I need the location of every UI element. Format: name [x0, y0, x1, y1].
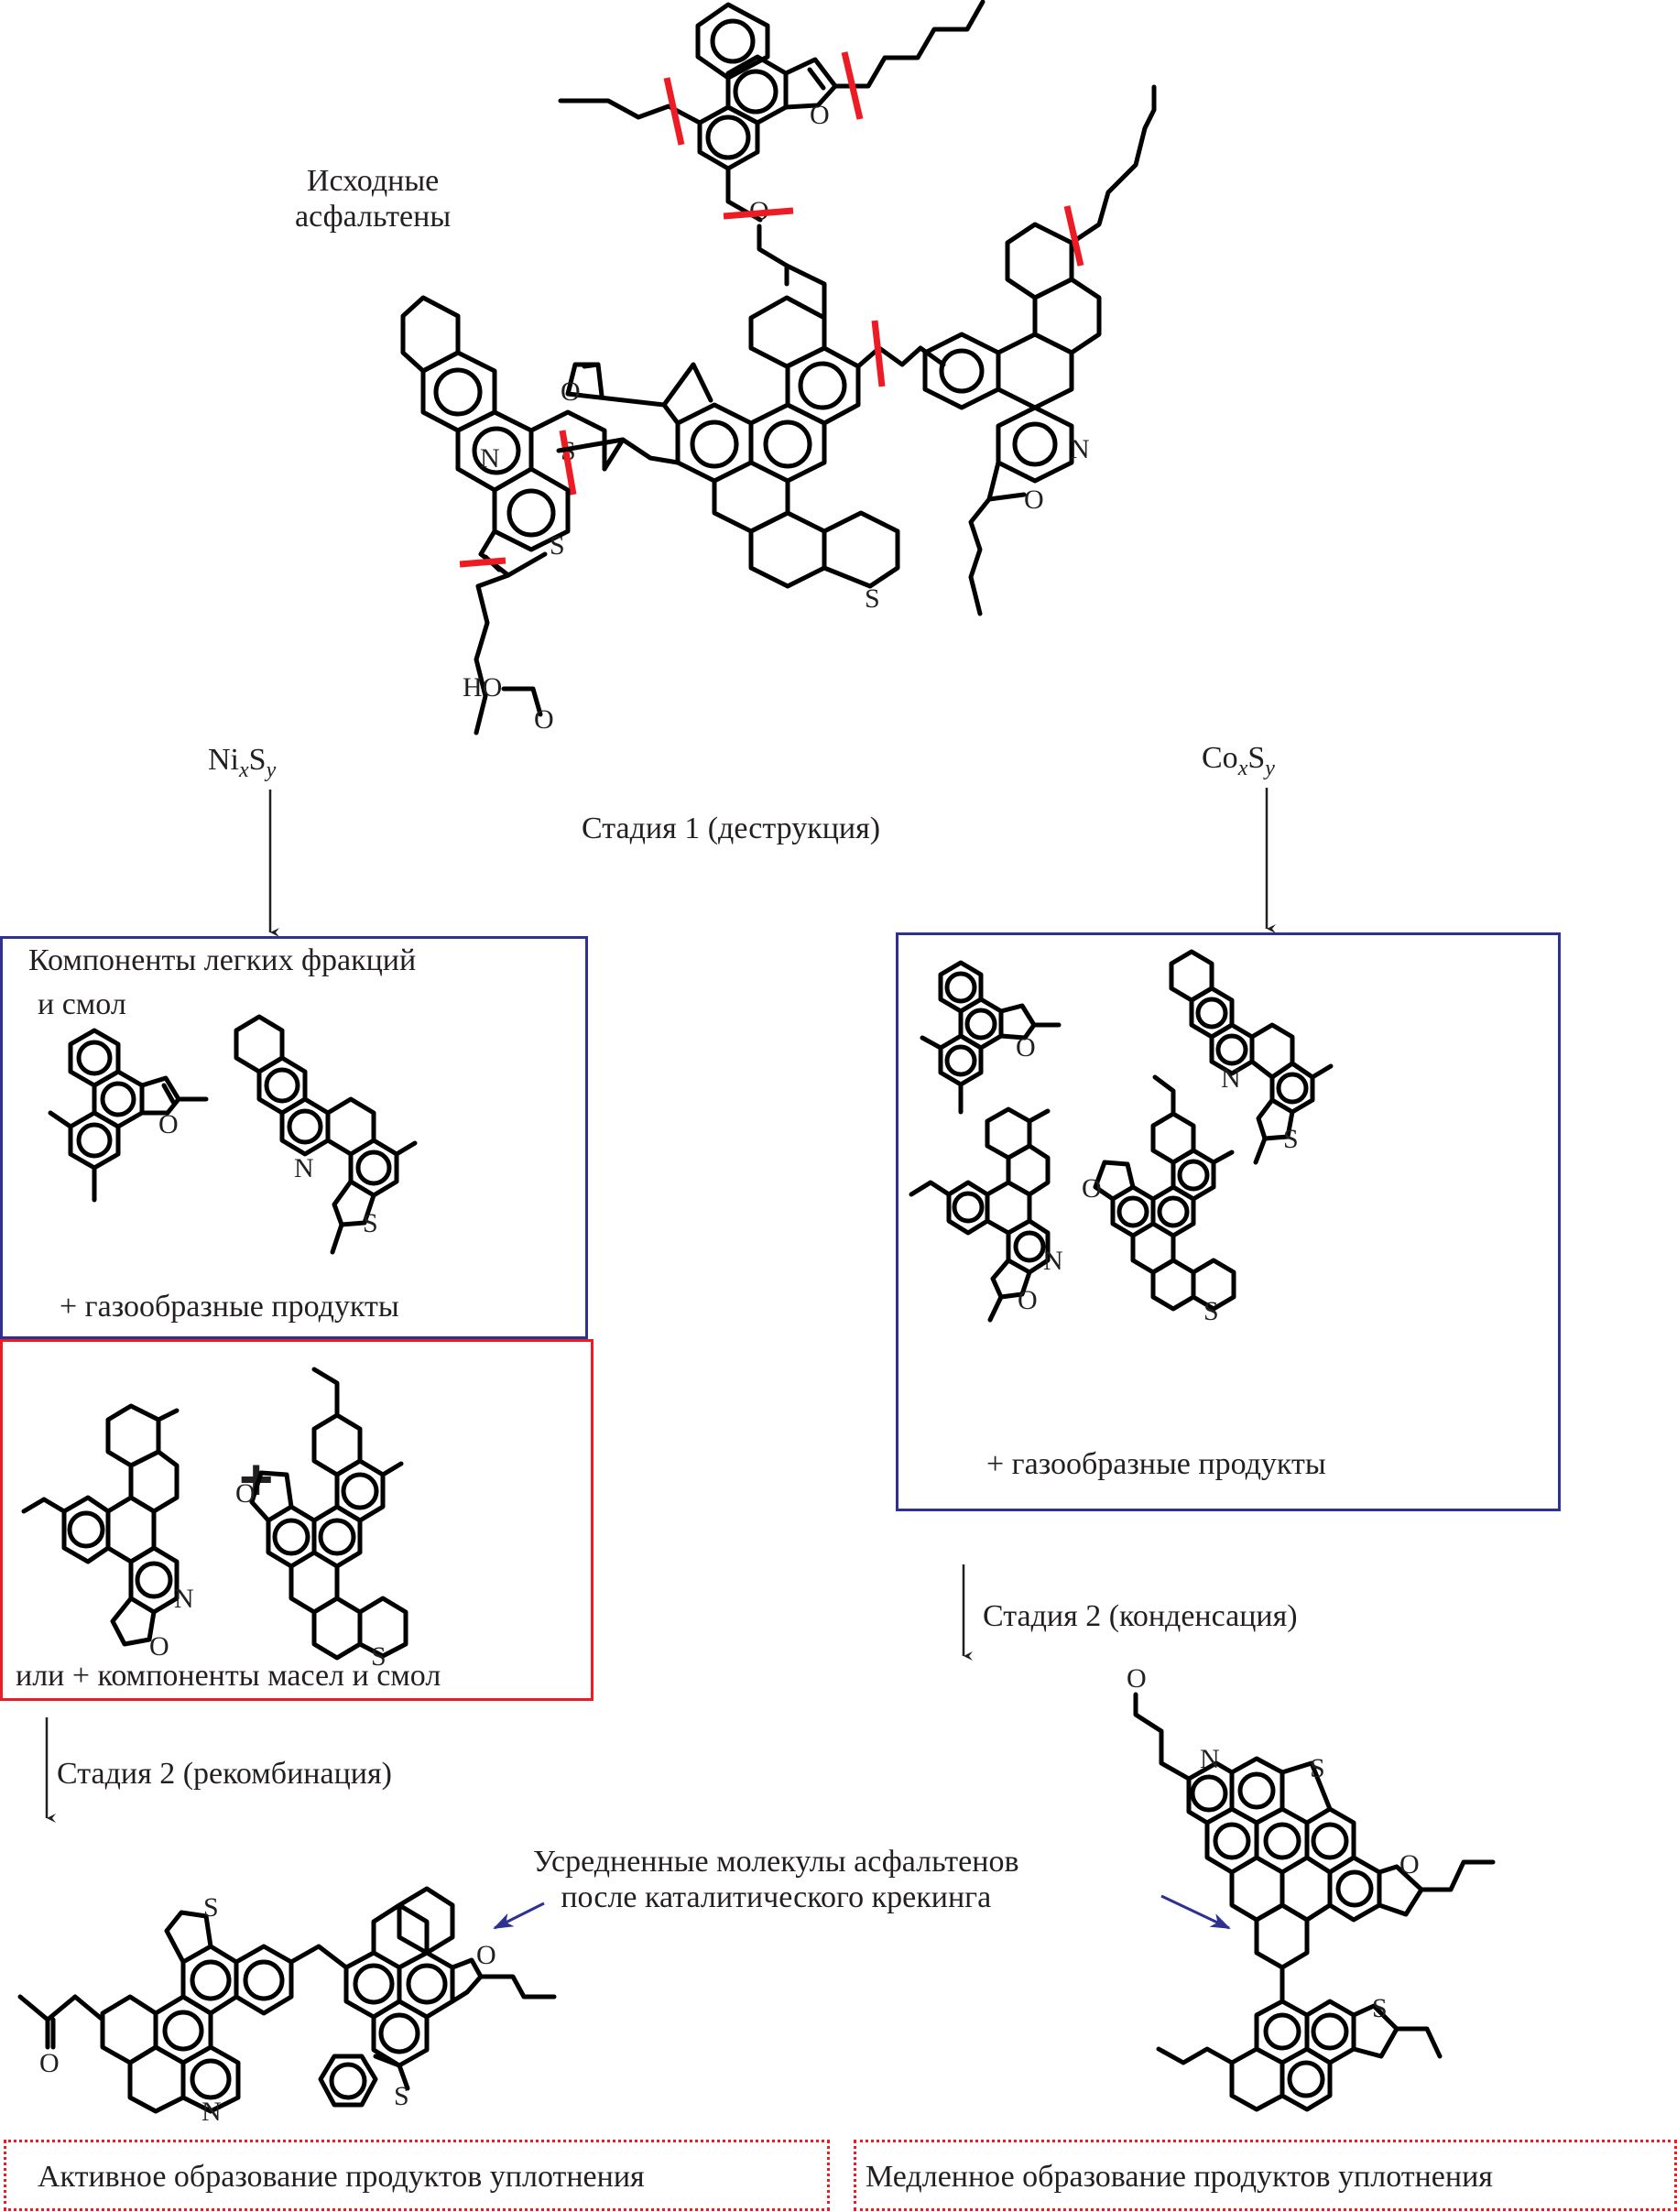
active-condensation-label: Активное образование продуктов уплотнени… [38, 2160, 645, 2194]
condensation-product-molecule: O N S O S [1127, 1663, 1496, 2112]
active-condensation-box: Активное образование продуктов уплотнени… [4, 2140, 830, 2211]
cat-base: Ni [208, 743, 239, 777]
stage-2-recombination-label: Стадия 2 (рекомбинация) [57, 1757, 392, 1791]
condensation-precursors-box: + газообразные продукты O N S [896, 932, 1561, 1511]
atom-O: O [1016, 1032, 1036, 1062]
annotation-line-1: Усредненные молекулы асфальтенов [533, 1845, 1019, 1879]
slow-condensation-box: Медленное образование продуктов уплотнен… [854, 2140, 1677, 2211]
atom-O: O [158, 1109, 179, 1139]
atom-O: O [235, 1478, 256, 1509]
right-box-fragments: O N S N O [909, 949, 1334, 1326]
stage-1-label: Стадия 1 (деструкция) [582, 812, 881, 845]
cat-sub: y [1265, 756, 1275, 780]
atom-N: N [480, 443, 500, 474]
title-initial-asphaltenes: Исходные асфальтены [295, 163, 451, 234]
atom-S: S [1283, 1124, 1299, 1154]
catalyst-cobalt-sulfide: CoxSy [1202, 740, 1275, 781]
atom-S: S [371, 1641, 387, 1672]
atom-S: S [550, 530, 565, 561]
furo-pyrene-thiane-fragment: O S [235, 1367, 408, 1672]
atom-N: N [1070, 434, 1090, 464]
catalyst-nickel-sulfide: NixSy [208, 742, 276, 783]
atom-O: O [810, 100, 830, 130]
title-line-2: асфальтены [295, 200, 452, 234]
atom-O: O [1018, 1285, 1038, 1315]
recombination-product-molecule: O N S O S [17, 1886, 557, 2127]
right-unit: N O [922, 84, 1157, 616]
cat-sub: x [1237, 756, 1248, 780]
atom-O: O [534, 704, 554, 735]
plus-sign: + [239, 1446, 274, 1512]
atom-S: S [865, 583, 880, 614]
atom-N: N [294, 1153, 314, 1183]
oils-resins-box: N O + O S или + компоненты масел и смол [0, 1339, 593, 1701]
stage-2-condensation-label: Стадия 2 (конденсация) [983, 1599, 1298, 1633]
cat-base: S [248, 743, 267, 777]
atom-O: O [561, 376, 581, 407]
atom-O: O [1024, 485, 1044, 515]
averaged-molecules-annotation: Усредненные молекулы асфальтенов после к… [533, 1844, 1019, 1915]
initial-asphaltene-molecule: O O O S S N [400, 0, 1157, 736]
cat-base: S [1247, 741, 1266, 775]
left-unit: N S [400, 295, 626, 736]
thienoquinoline-fragment: N S [234, 1014, 418, 1255]
gaseous-products-label-right: + газообразные продукты [986, 1447, 1326, 1481]
atom-O: O [476, 1940, 496, 1970]
light-fractions-title: Компоненты легких фракций [28, 943, 417, 977]
atom-S: S [203, 1892, 219, 1923]
oils-resins-label: или + компоненты масел и смол [16, 1659, 441, 1693]
light-fractions-title-2: и смол [38, 987, 126, 1021]
atom-S: S [363, 1208, 378, 1238]
annotation-line-2: после каталитического крекинга [561, 1880, 992, 1915]
atom-O: O [149, 1631, 169, 1662]
top-fragment: O O [558, 0, 986, 287]
pyridofuran-fragment: N O [21, 1403, 194, 1662]
slow-condensation-label: Медленное образование продуктов уплотнен… [866, 2160, 1493, 2194]
atom-S: S [394, 2081, 409, 2111]
atom-S: S [1372, 1993, 1388, 2023]
title-line-1: Исходные [306, 164, 440, 198]
cat-base: Co [1202, 741, 1238, 775]
atom-N: N [201, 2097, 222, 2127]
atom-S: S [1203, 1296, 1219, 1326]
atom-N: N [174, 1584, 194, 1614]
atom-O: O [1127, 1663, 1147, 1694]
atom-HO: HO [463, 672, 502, 703]
gaseous-products-label: + газообразные продукты [60, 1290, 399, 1324]
atom-N: N [1221, 1063, 1241, 1094]
atom-S: S [1310, 1753, 1325, 1783]
central-core: O S S [559, 263, 946, 614]
atom-N: N [1043, 1246, 1063, 1276]
phenanthrofuran-fragment: O [48, 1028, 209, 1203]
atom-O: O [39, 2048, 60, 2078]
atom-N: N [1200, 1744, 1220, 1774]
cat-sub: x [239, 757, 249, 782]
atom-O: O [1399, 1849, 1420, 1880]
cat-sub: y [266, 757, 277, 782]
atom-O: O [1082, 1173, 1102, 1204]
light-fractions-box: Компоненты легких фракций и смол + газоо… [0, 936, 588, 1339]
